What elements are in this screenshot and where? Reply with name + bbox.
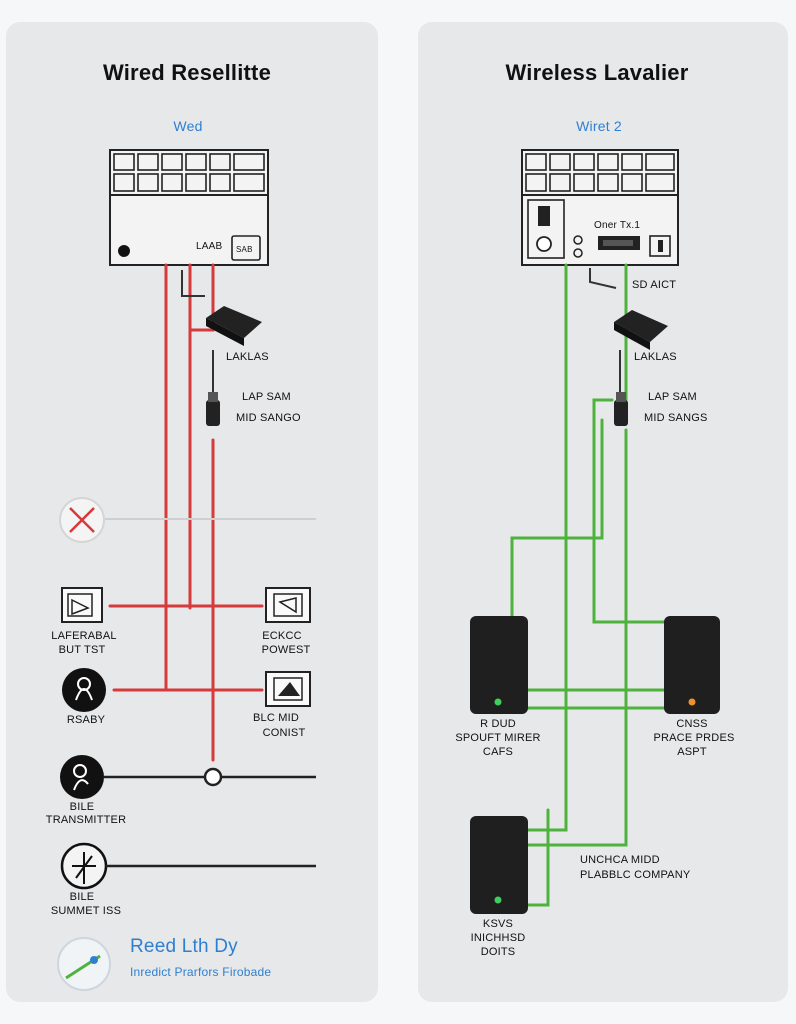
company-label-2: PLABBLC COMPANY [580,869,691,881]
wired-panel-label: LAAB [196,241,223,252]
antenna-label-2: SUMMET ISS [50,905,122,917]
wired-lavalier-pack [206,306,262,426]
footer-logo-icon [57,937,111,991]
receiver-2 [664,616,720,714]
wireless-mic-label: LAKLAS [634,351,677,363]
receiver-2-label-1: CNSS [676,718,708,730]
no-signal-icon [59,497,316,543]
receiver-1-label-3: CAFS [482,746,514,758]
receiver-1 [470,616,528,714]
antenna-label-1: BILE [69,891,95,903]
junction-node [203,767,223,787]
wired-cables [108,263,264,762]
receiver-3-label-1: KSVS [482,918,514,930]
belt-pack-icon [61,587,103,623]
belt-pack-label-2: BUT TST [58,644,106,656]
connector-icon [265,671,311,707]
power-supply-label-1: ECKCC [262,630,302,642]
footer-subtitle: Inredict Prarfors Firobade [130,965,272,979]
transmitter-label-2: TRANSMITTER [45,814,127,826]
wired-mic-label: LAKLAS [226,351,269,363]
wireless-panel-label: Oner Tx.1 [594,220,641,231]
transmitter-label-1: BILE [69,801,95,813]
wireless-title: Wireless Lavalier [505,60,689,85]
wired-mic-side-1: LAP SAM [242,391,291,403]
wired-title: Wired Resellitte [102,60,272,85]
receiver-3-label-3: DOITS [480,946,516,958]
connector-label-1: BLC MID [252,712,300,724]
company-label-1: UNCHCA MIDD [580,854,660,866]
wireless-mic-side-2: MID SANGS [644,412,708,424]
power-led-icon [118,245,130,257]
wireless-lavalier-pack [614,310,668,426]
power-supply-label-2: POWEST [261,644,311,656]
receiver-3 [470,816,528,914]
receiver-2-label-2: PRACE PRDES [653,732,735,744]
receiver-2-label-3: ASPT [677,746,707,758]
wireless-cables [510,263,666,907]
antenna-icon [60,842,108,890]
status-led-green-icon-2 [494,896,502,904]
connector-label-2: CONIST [262,727,306,739]
wired-subtitle: Wed [173,118,203,134]
receiver-1-label-2: SPOUFT MIRER [455,732,541,744]
receiver-3-label-2: INICHHSD [470,932,526,944]
belt-pack-label-1: LAFERABAL [51,630,117,642]
status-led-green-icon [494,698,502,706]
power-supply-icon [265,587,311,623]
mic-capsule-label: RSABY [66,714,106,726]
wireless-patch-panel [521,149,679,266]
status-led-orange-icon [688,698,696,706]
wireless-act-label: SD AICT [632,279,677,291]
wired-panel-badge: SAB [236,245,253,254]
wireless-subtitle: Wiret 2 [576,118,622,134]
receiver-1-label-1: R DUD [480,718,516,730]
wired-mic-side-2: MID SANGO [236,412,301,424]
footer-title: Reed Lth Dy [130,936,238,957]
wireless-mic-side-1: LAP SAM [648,391,697,403]
